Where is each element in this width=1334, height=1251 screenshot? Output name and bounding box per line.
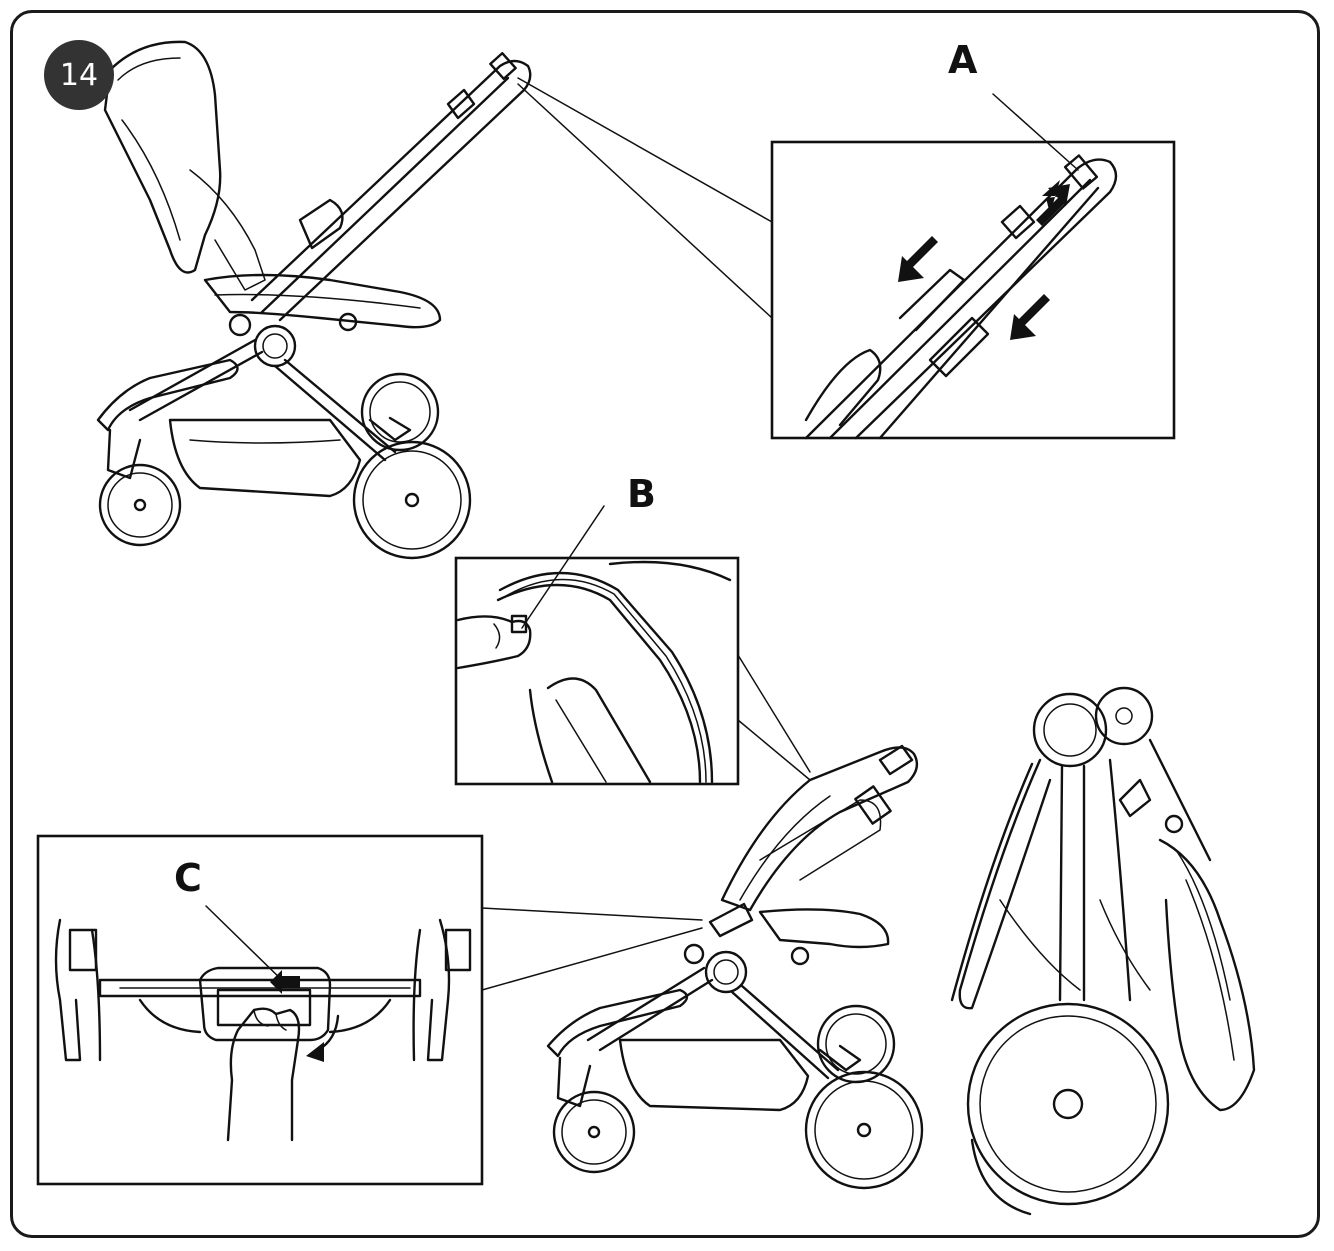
stroller-unfolded-illustration	[96, 40, 532, 560]
callout-label-b: B	[627, 472, 656, 516]
stroller-folding-illustration	[546, 744, 924, 1190]
detail-box-c	[36, 834, 703, 1186]
detail-box-a	[517, 77, 1176, 440]
stroller-folded-illustration	[950, 686, 1256, 1216]
detail-box-b	[454, 505, 811, 786]
callout-label-a: A	[948, 38, 978, 82]
step-number-badge: 14	[44, 40, 114, 110]
callout-label-c: C	[174, 856, 202, 900]
